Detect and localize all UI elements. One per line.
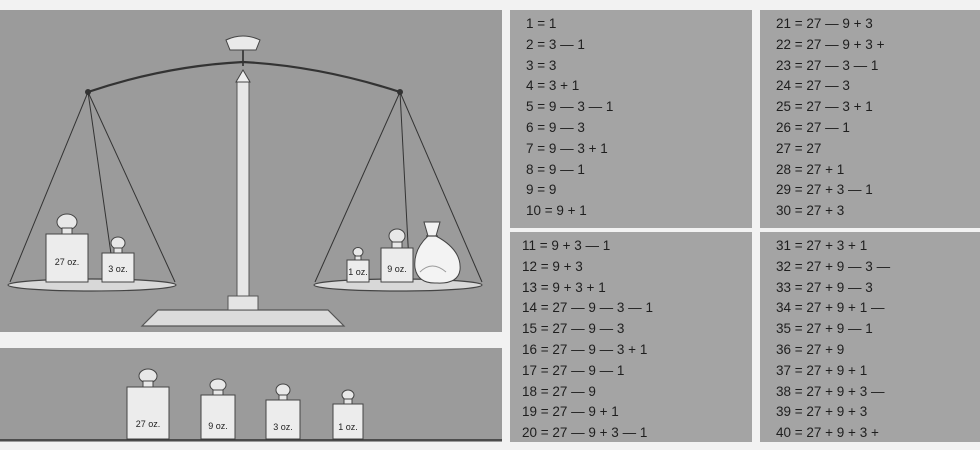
balance-scale-drawing: 27 oz. 3 oz. 1 oz. 9 oz. [7, 35, 483, 327]
scale-base [140, 309, 346, 327]
left-string-b [87, 91, 176, 283]
scale-foot [227, 295, 259, 311]
equations-1-to-10: 1 = 1 2 = 3 — 1 3 = 3 4 = 3 + 1 5 = 9 — … [510, 10, 752, 228]
equations-21-to-30: 21 = 27 — 9 + 3 22 = 27 — 9 + 3 + 23 = 2… [760, 10, 980, 228]
weight-label-1oz-right: 1 oz. [348, 267, 368, 277]
equation-line: 10 = 9 + 1 [526, 203, 587, 219]
equation-line: 35 = 27 + 9 — 1 [776, 321, 873, 337]
equation-line: 3 = 3 [526, 57, 557, 73]
equation-line: 30 = 27 + 3 [776, 203, 845, 219]
left-string-c [87, 91, 116, 283]
equation-line: 37 = 27 + 9 + 1 [776, 362, 868, 378]
scale-pointer [235, 69, 251, 83]
weight-label-3oz-left: 3 oz. [108, 264, 128, 274]
equation-line: 1 = 1 [526, 16, 557, 31]
weight-27oz: 27 oz. [126, 368, 170, 440]
scale-column [236, 79, 250, 297]
equation-line: 6 = 9 — 3 [526, 119, 585, 135]
equation-line: 5 = 9 — 3 — 1 [526, 99, 614, 115]
scale-ornament [225, 35, 261, 51]
equation-line: 33 = 27 + 9 — 3 [776, 279, 873, 295]
equation-line: 31 = 27 + 3 + 1 [776, 238, 868, 253]
equation-line: 9 = 9 [526, 182, 557, 198]
equation-line: 25 = 27 — 3 + 1 [776, 99, 873, 115]
weight-set-label-1oz: 1 oz. [338, 422, 358, 432]
equation-line: 15 = 27 — 9 — 3 [522, 321, 625, 337]
weight-set-label-3oz: 3 oz. [273, 422, 293, 432]
equation-line: 22 = 27 — 9 + 3 + [776, 36, 885, 52]
weight-set-drawing: 27 oz. 9 oz. 3 oz. 1 oz. [0, 368, 502, 441]
equations-31-to-40: 31 = 27 + 3 + 1 32 = 27 + 9 — 3 — 33 = 2… [760, 232, 980, 442]
equation-line: 18 = 27 — 9 [522, 383, 596, 399]
equation-line: 23 = 27 — 3 — 1 [776, 57, 879, 73]
equation-line: 14 = 27 — 9 — 3 — 1 [522, 300, 653, 316]
weight-label-27oz-left: 27 oz. [55, 257, 80, 267]
weight-1oz: 1 oz. [332, 389, 364, 440]
weight-set-label-9oz: 9 oz. [208, 421, 228, 431]
left-string-a [9, 91, 89, 283]
right-string-a [314, 91, 401, 283]
equation-line: 4 = 3 + 1 [526, 78, 580, 94]
weight-3oz: 3 oz. [265, 383, 301, 440]
equation-line: 21 = 27 — 9 + 3 [776, 16, 873, 31]
equation-line: 11 = 9 + 3 — 1 [522, 238, 611, 253]
weight-3oz-left: 3 oz. [101, 236, 135, 283]
equation-line: 34 = 27 + 9 + 1 — [776, 300, 885, 316]
weight-27oz-left: 27 oz. [45, 213, 89, 283]
weight-1oz-right: 1 oz. [346, 247, 370, 283]
equation-line: 32 = 27 + 9 — 3 — [776, 258, 891, 274]
right-string-b [399, 91, 483, 283]
equation-line: 7 = 9 — 3 + 1 [526, 140, 608, 156]
balance-scale-illustration: 27 oz. 3 oz. 1 oz. 9 oz. [0, 10, 502, 332]
left-pan [7, 278, 177, 292]
weight-9oz-right: 9 oz. [380, 228, 414, 283]
equation-line: 19 = 27 — 9 + 1 [522, 404, 619, 420]
sack-icon [414, 221, 461, 284]
equation-line: 8 = 9 — 1 [526, 161, 585, 177]
equation-line: 16 = 27 — 9 — 3 + 1 [522, 341, 648, 357]
equation-line: 27 = 27 [776, 140, 822, 156]
weight-label-9oz-right: 9 oz. [387, 264, 407, 274]
equation-line: 36 = 27 + 9 [776, 341, 845, 357]
equation-line: 26 = 27 — 1 [776, 119, 850, 135]
equation-line: 17 = 27 — 9 — 1 [522, 362, 625, 378]
equation-line: 24 = 27 — 3 [776, 78, 850, 94]
weight-set-label-27oz: 27 oz. [136, 419, 161, 429]
equation-line: 29 = 27 + 3 — 1 [776, 182, 873, 198]
equation-line: 28 = 27 + 1 [776, 161, 845, 177]
equation-line: 13 = 9 + 3 + 1 [522, 279, 606, 295]
scale-beam [87, 60, 401, 94]
weight-set-illustration: 27 oz. 9 oz. 3 oz. 1 oz. [0, 348, 502, 442]
equations-11-to-20: 11 = 9 + 3 — 1 12 = 9 + 3 13 = 9 + 3 + 1… [510, 232, 752, 442]
equation-line: 2 = 3 — 1 [526, 36, 585, 52]
equation-line: 20 = 27 — 9 + 3 — 1 [522, 425, 648, 441]
equation-line: 38 = 27 + 9 + 3 — [776, 383, 885, 399]
equation-line: 12 = 9 + 3 [522, 258, 583, 274]
equation-line: 40 = 27 + 9 + 3 + [776, 425, 879, 441]
weight-9oz: 9 oz. [200, 378, 236, 440]
equation-line: 39 = 27 + 9 + 3 [776, 404, 868, 420]
